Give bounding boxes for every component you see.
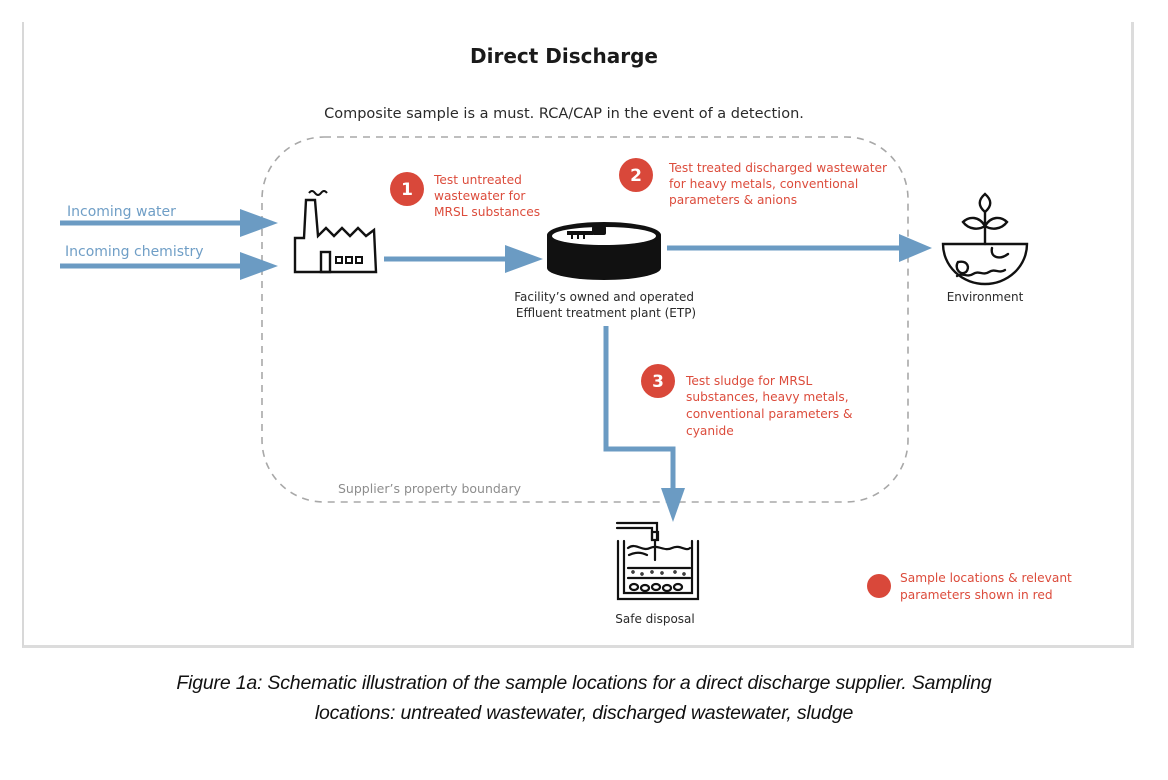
svg-text:3: 3 <box>652 372 664 392</box>
direct-discharge-diagram: Direct Discharge Composite sample is a m… <box>60 44 1076 626</box>
sample-marker-3: 3 <box>641 364 675 398</box>
diagram-subtitle: Composite sample is a must. RCA/CAP in t… <box>324 106 804 122</box>
incoming-water-arrow <box>60 209 278 237</box>
factory-icon <box>293 190 378 274</box>
plant-globe-icon <box>941 192 1029 286</box>
etp-to-disposal-arrow <box>603 326 685 522</box>
etp-label: Facility’s owned and operated Effluent t… <box>514 290 698 320</box>
figure-caption: Figure 1a: Schematic illustration of the… <box>0 668 1168 728</box>
svg-text:1: 1 <box>401 180 413 200</box>
incoming-chemistry-label: Incoming chemistry <box>65 244 204 260</box>
caption-line-2: locations: untreated wastewater, dischar… <box>314 702 854 724</box>
sample-marker-2: 2 <box>619 158 653 192</box>
incoming-water-label: Incoming water <box>67 204 176 220</box>
environment-label: Environment <box>947 290 1024 304</box>
legend-text: Sample locations & relevant parameters s… <box>900 571 1076 602</box>
sample-marker-1: 1 <box>390 172 424 206</box>
figure-frame <box>22 22 1134 648</box>
property-boundary <box>261 136 909 503</box>
sludge-tank-icon <box>615 521 700 601</box>
treatment-tank-icon <box>547 222 661 280</box>
incoming-chemistry-arrow <box>60 252 278 280</box>
sample-point-3-text: Test sludge for MRSL substances, heavy m… <box>685 374 856 438</box>
legend-marker <box>867 574 891 598</box>
legend: Sample locations & relevant parameters s… <box>867 571 1076 602</box>
disposal-label: Safe disposal <box>615 612 695 626</box>
caption-line-1: Figure 1a: Schematic illustration of the… <box>176 672 992 694</box>
diagram-title: Direct Discharge <box>470 44 658 68</box>
factory-to-etp-arrow <box>384 245 543 273</box>
sample-point-2-text: Test treated discharged wastewater for h… <box>668 161 891 207</box>
svg-text:2: 2 <box>630 166 642 186</box>
boundary-label: Supplier’s property boundary <box>338 481 522 496</box>
sample-point-1-text: Test untreated wastewater for MRSL subst… <box>433 173 540 219</box>
etp-to-environment-arrow <box>667 234 932 262</box>
